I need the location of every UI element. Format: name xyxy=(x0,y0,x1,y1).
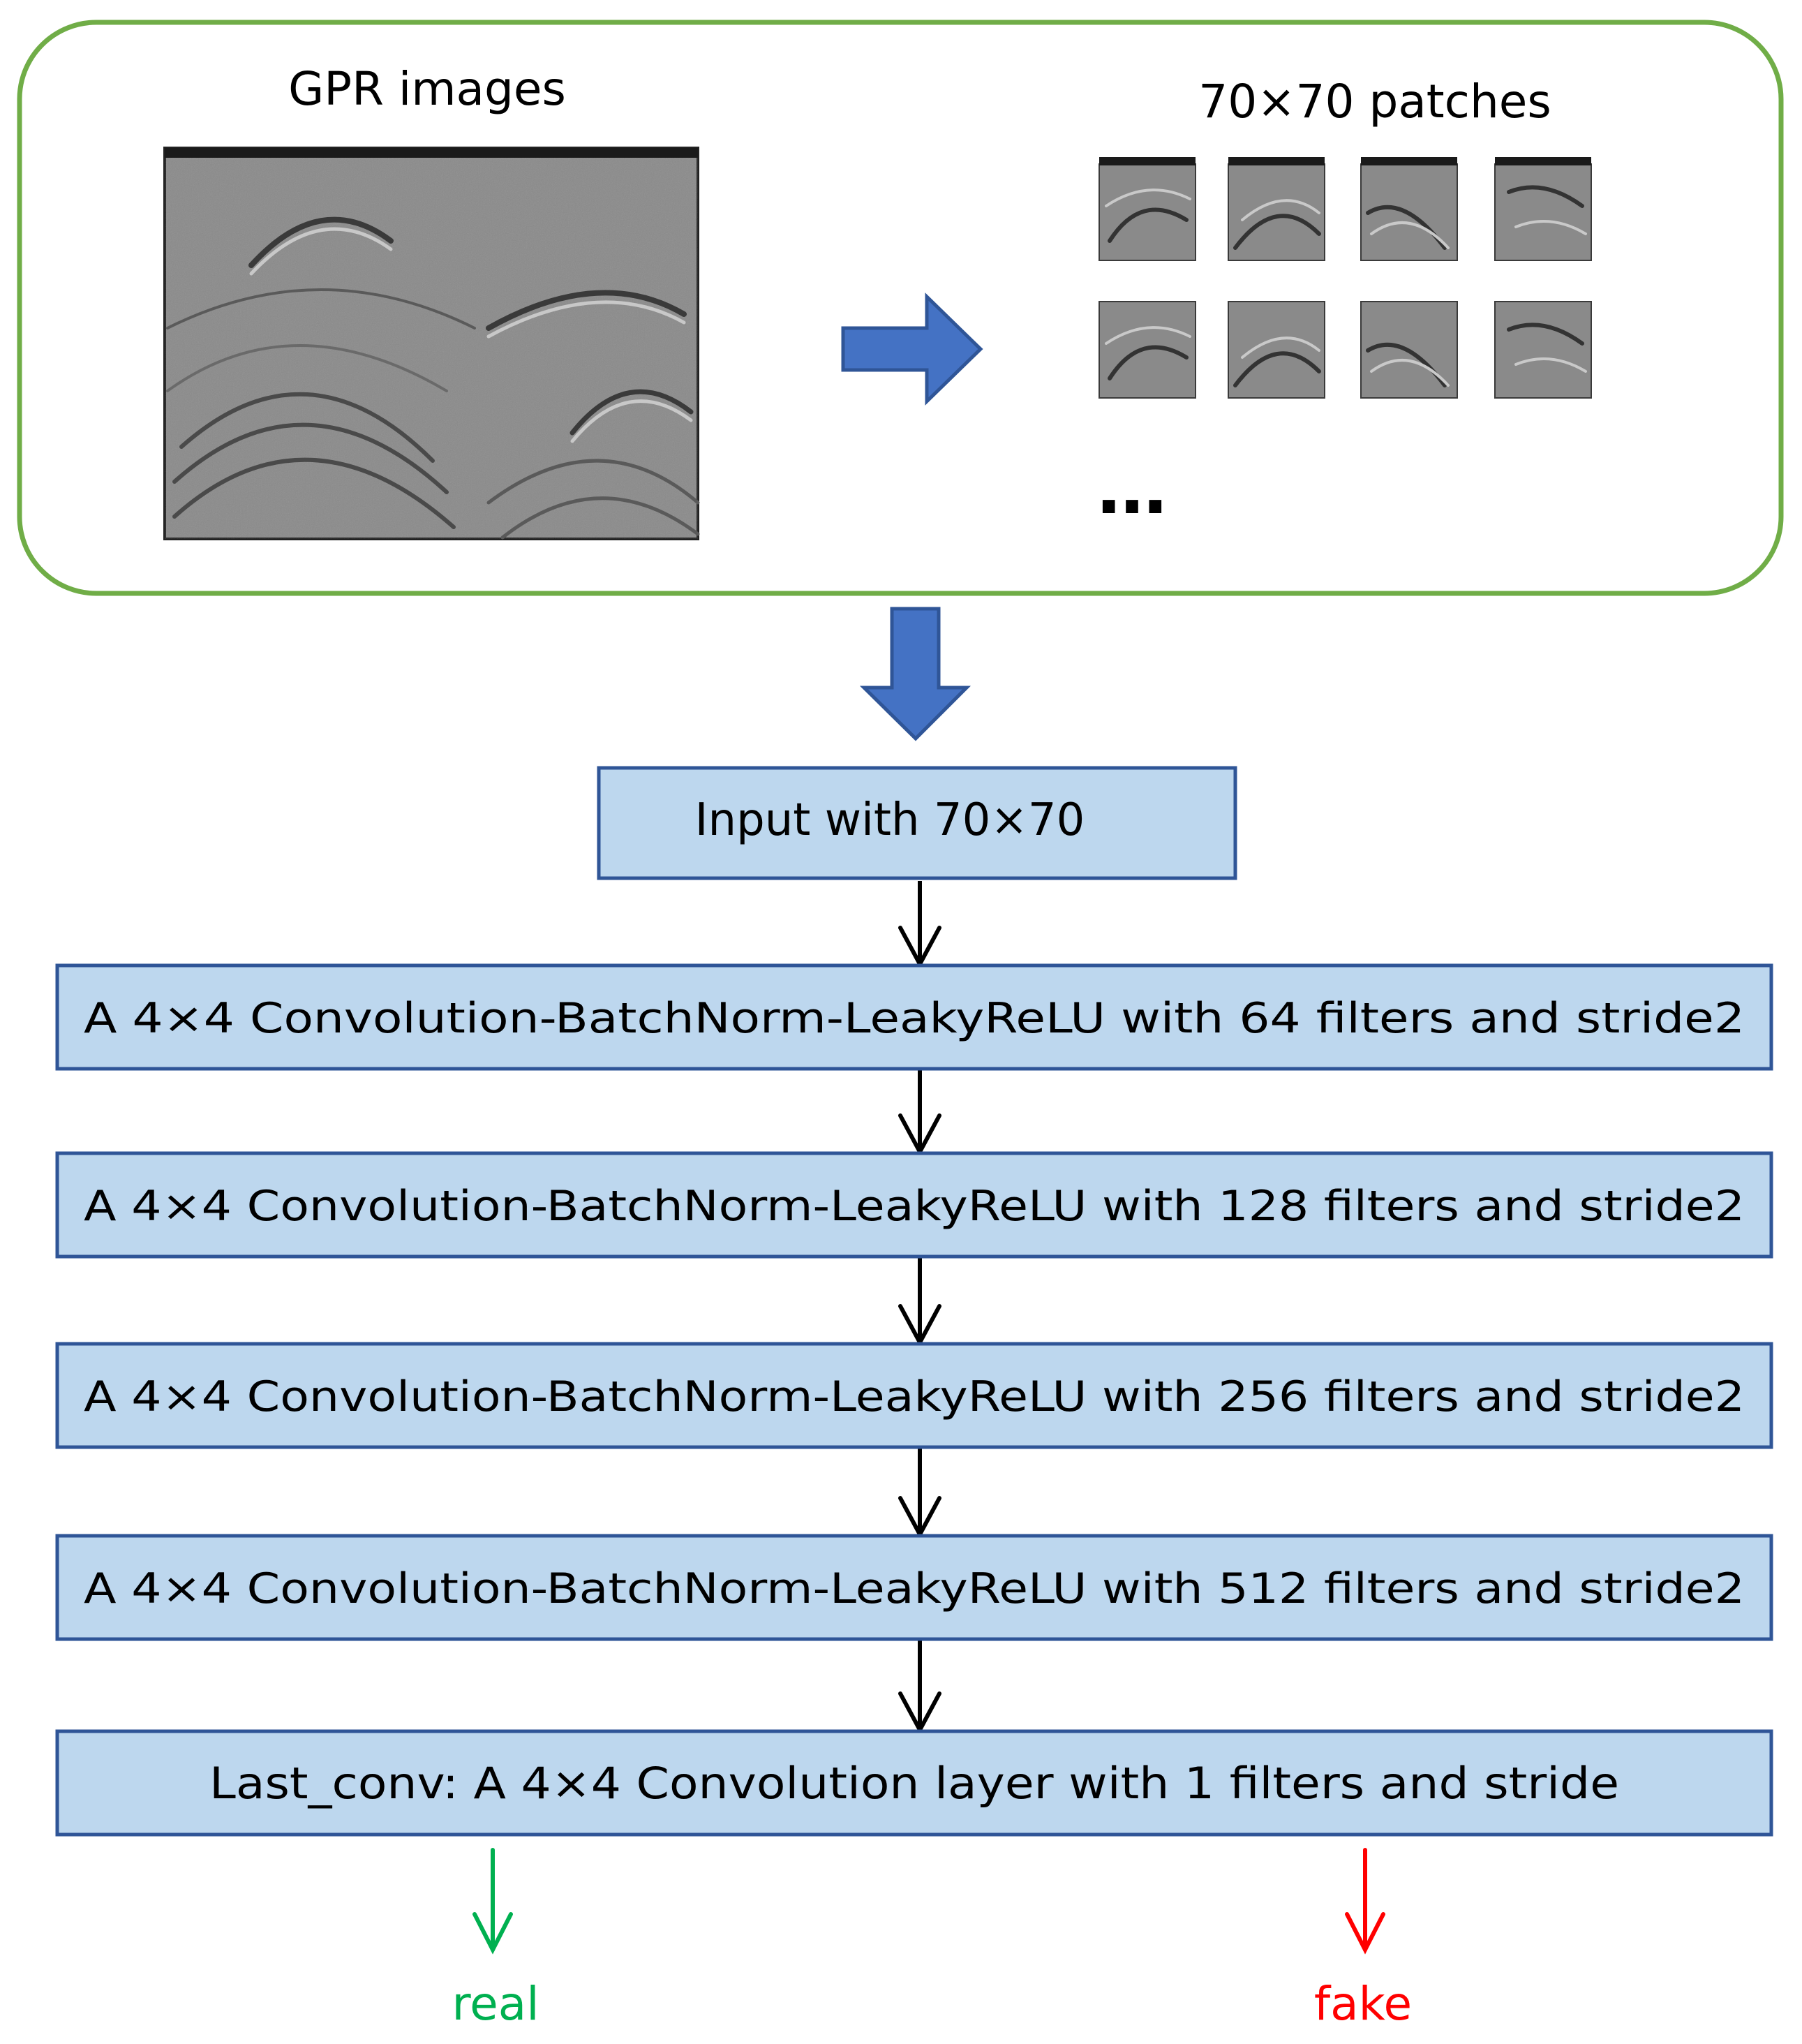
flow-arrow xyxy=(898,881,941,969)
layer-box-1 xyxy=(55,963,1773,1071)
gpr-patch xyxy=(1228,157,1325,261)
fake-output-arrow xyxy=(1345,1848,1385,1955)
layer-box-3 xyxy=(55,1342,1773,1449)
gpr-patch xyxy=(1099,301,1196,399)
last-conv-box-label: Last_conv: A 4×4 Convolution layer with … xyxy=(209,1758,1619,1809)
gpr-patch xyxy=(1360,157,1458,261)
fake-label: fake xyxy=(1314,1977,1412,2031)
gpr-patch xyxy=(1494,157,1592,261)
last-conv-box xyxy=(55,1729,1773,1837)
flow-arrow xyxy=(898,1449,941,1539)
gpr-patch xyxy=(1494,301,1592,399)
layer-box-1-label: A 4×4 Convolution-BatchNorm-LeakyReLU wi… xyxy=(84,994,1745,1043)
layer-box-2-label: A 4×4 Convolution-BatchNorm-LeakyReLU wi… xyxy=(84,1182,1745,1231)
flow-arrow xyxy=(898,1641,941,1735)
patches-grid xyxy=(1099,157,1592,399)
block-arrow-down xyxy=(859,607,971,741)
network-layers: A 4×4 Convolution-BatchNorm-LeakyReLU wi… xyxy=(55,881,1773,1837)
flow-arrow xyxy=(898,1258,941,1347)
gpr-patch xyxy=(1099,157,1196,261)
gpr-images-label: GPR images xyxy=(288,62,566,116)
block-arrow-right xyxy=(841,292,983,406)
input-label: Input with 70×70 xyxy=(695,794,1085,846)
patches-ellipsis: … xyxy=(1097,448,1167,530)
flow-arrow xyxy=(898,1070,941,1157)
real-label: real xyxy=(452,1977,539,2031)
real-output-arrow xyxy=(472,1848,513,1955)
layer-box-4 xyxy=(55,1534,1773,1641)
layer-box-3-label: A 4×4 Convolution-BatchNorm-LeakyReLU wi… xyxy=(84,1372,1745,1421)
layer-box-2 xyxy=(55,1151,1773,1259)
gpr-image xyxy=(163,147,700,540)
layer-box-4-label: A 4×4 Convolution-BatchNorm-LeakyReLU wi… xyxy=(84,1564,1745,1613)
patches-label: 70×70 patches xyxy=(1198,75,1551,128)
gpr-patch xyxy=(1228,301,1325,399)
input-box xyxy=(597,766,1237,880)
gpr-patch xyxy=(1360,301,1458,399)
